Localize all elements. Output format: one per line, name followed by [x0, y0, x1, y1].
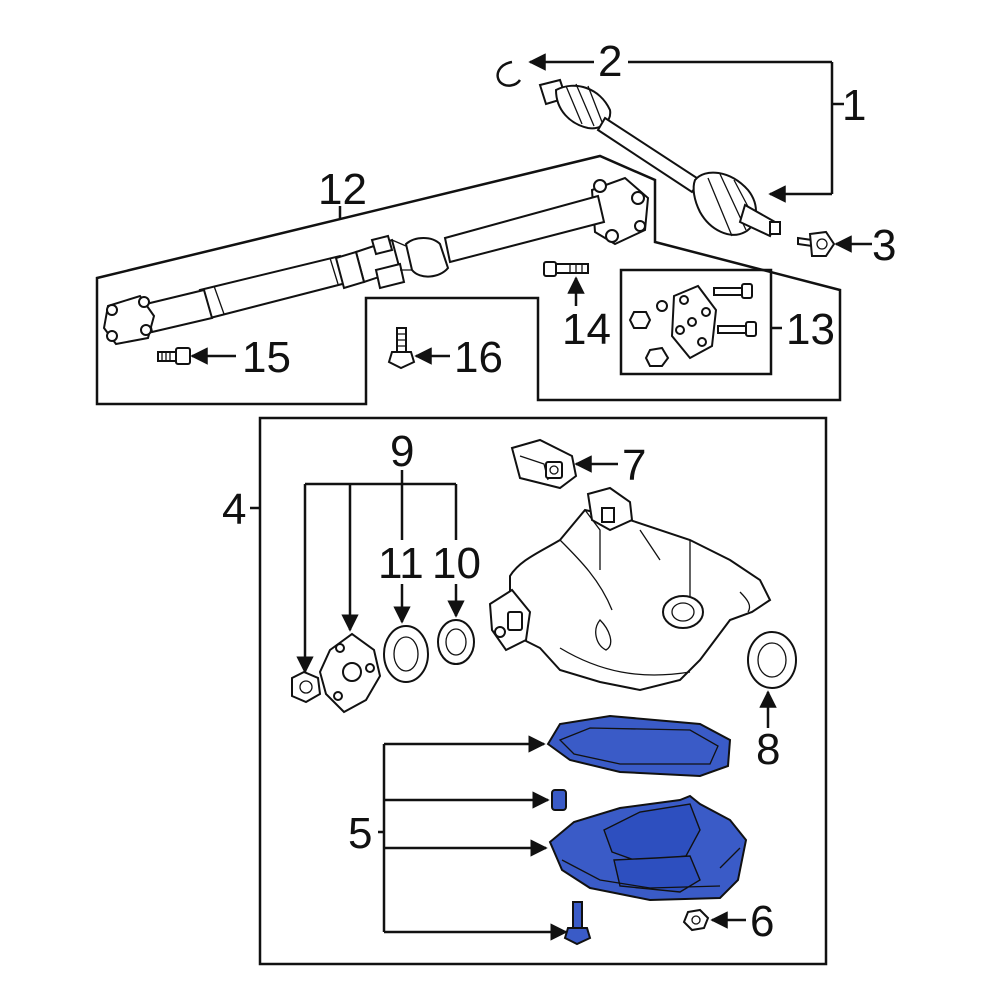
companion-flange[interactable] [318, 632, 382, 714]
callout-2: 2 [598, 37, 622, 86]
callout-9: 9 [390, 427, 414, 476]
callout-1: 1 [842, 81, 866, 130]
axle-shaft[interactable] [538, 78, 781, 238]
snap-ring[interactable] [496, 60, 522, 87]
callout-4: 4 [222, 485, 246, 534]
pinion-nut[interactable] [291, 670, 322, 704]
propeller-shaft[interactable] [102, 176, 650, 346]
callout-8: 8 [756, 725, 780, 774]
driveshaft-group-frame [95, 154, 842, 406]
leader-lines [190, 53, 872, 941]
pan-bolt[interactable] [563, 901, 592, 946]
callout-16: 16 [454, 333, 503, 382]
bolt-14[interactable] [543, 261, 589, 277]
flex-disc-kit-frame [619, 268, 773, 376]
oil-pan[interactable] [548, 794, 748, 902]
callout-12: 12 [318, 165, 367, 214]
differential-housing[interactable] [488, 486, 772, 692]
output-seal[interactable] [747, 631, 797, 689]
pan-gasket[interactable] [546, 714, 732, 778]
dowel-pin[interactable] [551, 789, 567, 811]
bolt-16[interactable] [387, 327, 416, 370]
bolt-15[interactable] [157, 347, 191, 365]
pinion-seal-11[interactable] [383, 625, 429, 683]
axle-bolt[interactable] [797, 230, 836, 257]
callout-13: 13 [786, 305, 835, 354]
drain-plug[interactable] [682, 908, 710, 932]
flex-disc-kit[interactable] [628, 283, 757, 367]
callout-3: 3 [872, 221, 896, 270]
callout-15: 15 [242, 333, 291, 382]
pinion-seal-10[interactable] [437, 619, 475, 665]
sensor-connector[interactable] [510, 438, 578, 490]
differential-group-frame [258, 416, 828, 966]
callout-10: 10 [432, 539, 481, 588]
callout-14: 14 [562, 305, 611, 354]
callout-6: 6 [750, 897, 774, 946]
callout-11: 11 [378, 539, 424, 588]
callout-7: 7 [622, 441, 646, 490]
callout-5: 5 [348, 809, 372, 858]
